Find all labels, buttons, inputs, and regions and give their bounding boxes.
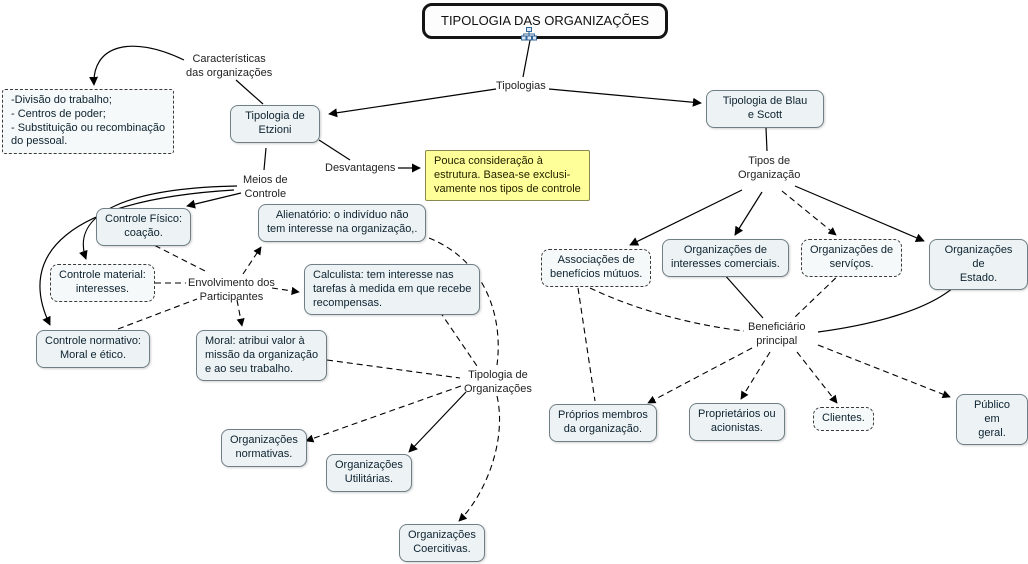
node-organizacoes-normativas[interactable]: Organizações normativas. (221, 429, 307, 467)
label-desvantagens[interactable]: Desvantagens (325, 162, 396, 174)
node-tipologia-blau-scott[interactable]: Tipologia de Blau e Scott (706, 90, 824, 128)
node-tipologia-etzioni[interactable]: Tipologia de Etzioni (230, 105, 320, 143)
map-title-node[interactable]: TIPOLOGIA DAS ORGANIZAÇÕES (422, 3, 669, 40)
edge-envolvimento-calculista (271, 286, 300, 295)
node-organizacoes-estado[interactable]: Organizações de Estado. (929, 239, 1028, 291)
edge-tipologiaorg-normativas (305, 385, 462, 443)
edge-tipologias-blau (548, 88, 702, 107)
node-proprios-membros[interactable]: Próprios membros da organização. (549, 404, 657, 442)
node-proprietarios-acionistas[interactable]: Proprietários ou acionistas. (689, 403, 785, 441)
node-nota-desvantagem[interactable]: Pouca consideração à estrutura. Basea-se… (425, 150, 590, 202)
edge-caracteristicas-etzioni (235, 79, 264, 105)
edge-etzioni-meios (263, 147, 267, 171)
edge-tipos-servicos (781, 190, 837, 236)
edge-normativo-envolvimento (117, 298, 198, 330)
label-beneficiario-principal[interactable]: Beneficiário principal (748, 321, 806, 348)
edge-etzioni-desvantagens (318, 139, 351, 161)
edge-interesses-beneficiario (722, 272, 764, 319)
node-organizacoes-servicos[interactable]: Organizações de servíços. (801, 239, 903, 277)
node-publico-geral[interactable]: Público em geral. (956, 394, 1028, 446)
node-organizacoes-coercitivas[interactable]: Organizações Coercitivas. (399, 524, 485, 562)
edge-caracteristicas-lista (89, 45, 185, 86)
node-organizacoes-interesses[interactable]: Organizações de interesses comerciais. (662, 239, 789, 277)
edge-moral-tipologiaorg (326, 359, 461, 379)
label-tipologia-organizacoes[interactable]: Tipologia de Organizações (464, 369, 532, 396)
edge-tipologiaorg-utilitarias (408, 391, 467, 453)
org-chart-icon[interactable] (521, 27, 537, 41)
node-moral[interactable]: Moral: atribui valor à missão da organiz… (196, 330, 328, 382)
node-associacoes-beneficios[interactable]: Associações de benefícios mútuos. (541, 249, 652, 287)
node-caracteristicas-lista[interactable]: -Divisão do trabalho; - Centros de poder… (2, 89, 175, 154)
edge-title-tipologias (522, 34, 532, 78)
label-tipologias[interactable]: Tipologias (496, 80, 546, 92)
edge-fisico-envolvimento (145, 240, 206, 272)
edge-beneficiario-proprietarios (740, 351, 771, 400)
label-envolvimento-participantes[interactable]: Envolvimento dos Participantes (188, 277, 275, 304)
edge-blau-tipos (765, 127, 768, 152)
edge-assoc-beneficiario (589, 287, 745, 332)
edge-tipologias-etzioni (328, 88, 497, 118)
edge-beneficiario-clientes (796, 351, 838, 404)
edge-tipologiaorg-coercitivas (458, 395, 501, 522)
edge-assoc-proprios (577, 287, 596, 402)
edge-tipos-assoc (629, 189, 743, 246)
node-controle-fisico[interactable]: Controle Físico: coação. (96, 208, 192, 246)
edge-envolvimento-alienatorio (242, 246, 262, 275)
edge-beneficiario-proprios (647, 347, 753, 404)
node-controle-normativo[interactable]: Controle normativo: Moral e ético. (36, 330, 150, 368)
node-controle-material[interactable]: Controle material: interesses. (50, 264, 155, 302)
edge-tipos-interesses (734, 191, 763, 236)
edge-beneficiario-publico (817, 344, 951, 399)
label-caracteristicas[interactable]: Características das organizações (186, 53, 273, 80)
node-alienatorio[interactable]: Alienatório: o indivíduo não tem interes… (258, 204, 427, 242)
label-tipos-organizacao[interactable]: Tipos de Organização (738, 155, 801, 182)
node-organizacoes-utilitarias[interactable]: Organizações Utilitárias. (326, 454, 412, 492)
node-calculista[interactable]: Calculista: tem interesse nas tarefas à … (304, 264, 481, 316)
edge-servicos-beneficiario (794, 270, 844, 318)
edge-meios-fisico (186, 192, 242, 209)
node-clientes[interactable]: Clientes. (813, 407, 874, 431)
edge-tipos-estado (794, 185, 925, 242)
label-meios-de-controle[interactable]: Meios de Controle (243, 174, 288, 201)
